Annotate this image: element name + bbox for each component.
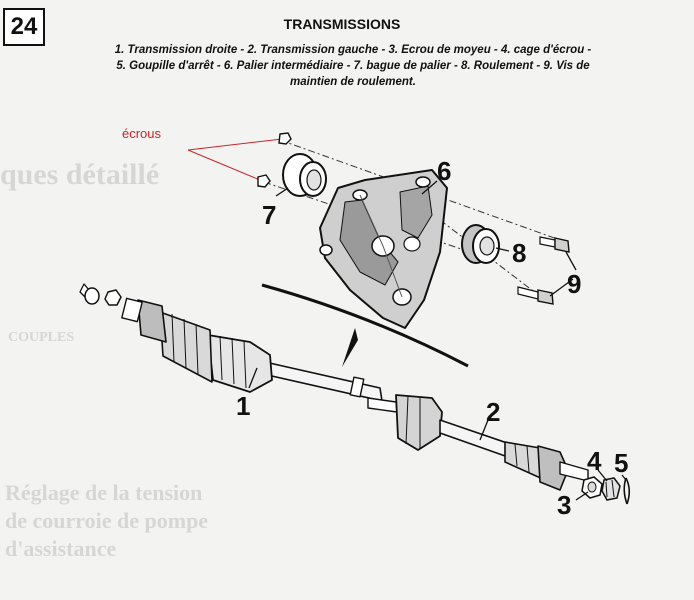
transmission-gauche-2 <box>367 394 589 491</box>
callout-6: 6 <box>437 156 451 186</box>
annotation-arrows <box>187 138 283 181</box>
nut-cage-4 <box>601 477 621 501</box>
callout-5: 5 <box>614 448 628 478</box>
hub-nut-3 <box>581 476 603 499</box>
callout-7: 7 <box>262 200 276 230</box>
divider-pointer <box>342 328 358 367</box>
callout-8: 8 <box>512 238 526 268</box>
page-number: 24 <box>10 13 38 40</box>
lock-pin-5 <box>623 477 631 505</box>
page-title: TRANSMISSIONS <box>283 16 401 32</box>
page-number-box: 24 <box>3 8 45 46</box>
callout-3: 3 <box>557 490 571 520</box>
caption-line-3: maintien de roulement. <box>290 76 416 88</box>
callout-1: 1 <box>236 391 250 421</box>
figure-caption: 1. Transmission droite - 2. Transmission… <box>80 42 626 90</box>
caption-line-1: 1. Transmission droite - 2. Transmission… <box>114 44 592 56</box>
annotation-label: écrous <box>122 126 162 141</box>
divider-curve <box>261 283 469 368</box>
callout-9: 9 <box>567 269 581 299</box>
intermediate-bracket-6 <box>319 169 448 329</box>
bearing-ring-7 <box>282 153 327 197</box>
leader-lines <box>248 180 627 501</box>
bearing-8 <box>461 224 500 264</box>
caption-line-2: 5. Goupille d'arrêt - 6. Palier interméd… <box>116 60 590 72</box>
nut-lower <box>257 174 271 188</box>
screw-9-lower <box>517 286 554 305</box>
screw-9-upper <box>539 236 570 253</box>
callout-4: 4 <box>587 446 602 476</box>
transmission-droite-1 <box>79 283 383 402</box>
nut-upper <box>278 132 292 145</box>
callout-2: 2 <box>486 397 500 427</box>
